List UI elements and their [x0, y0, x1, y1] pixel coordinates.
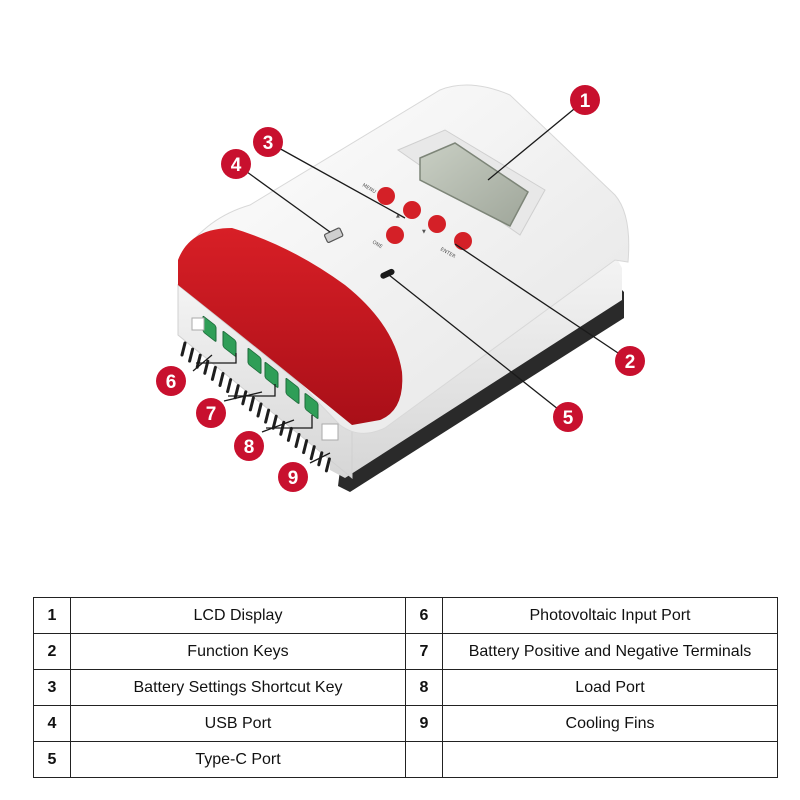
callout-badge — [278, 462, 308, 492]
cooling-fin — [180, 341, 187, 357]
enter-key[interactable] — [454, 232, 472, 250]
callout-number: 7 — [206, 404, 217, 425]
terminal-block[interactable] — [222, 330, 237, 357]
legend-label: LCD Display — [70, 597, 406, 634]
cooling-fin — [218, 372, 225, 387]
legend-number: 2 — [33, 633, 71, 670]
legend-label: Cooling Fins — [442, 705, 778, 742]
legend-label: Photovoltaic Input Port — [442, 597, 778, 634]
cooling-fin — [195, 353, 202, 369]
leader-line — [309, 452, 331, 464]
callout-number: 2 — [625, 352, 636, 373]
red-front-cover — [178, 228, 403, 425]
callout-number: 4 — [231, 155, 242, 176]
leader-line — [235, 163, 331, 233]
one-key-label: ONE — [371, 240, 383, 251]
terminal-block[interactable] — [285, 378, 300, 404]
callout-badge — [234, 431, 264, 461]
callout-number: 1 — [580, 91, 591, 112]
legend-number: 1 — [33, 597, 71, 634]
callout-badge — [156, 366, 186, 396]
up-key-label: ▲ — [396, 213, 400, 219]
callout-badge — [570, 85, 600, 115]
table-row: 2 Function Keys 7 Battery Positive and N… — [33, 633, 778, 670]
leader-line — [454, 243, 631, 362]
terminal-block[interactable] — [304, 393, 319, 419]
callout-number: 9 — [288, 468, 299, 489]
cooling-fin — [317, 451, 324, 467]
down-key-label: ▼ — [422, 229, 426, 235]
callout-badge — [221, 149, 251, 179]
legend-label: Load Port — [442, 669, 778, 706]
legend-number: 8 — [405, 669, 443, 706]
callout-number: 6 — [166, 372, 177, 393]
callout-badge — [615, 346, 645, 376]
callout-number: 8 — [244, 437, 255, 458]
legend-number: 9 — [405, 705, 443, 742]
callout-number: 3 — [263, 133, 274, 154]
cooling-fin — [302, 439, 309, 455]
table-row: 3 Battery Settings Shortcut Key 8 Load P… — [33, 669, 778, 706]
terminal-block[interactable] — [264, 362, 279, 388]
legend-number: 4 — [33, 705, 71, 742]
table-row: 5 Type-C Port — [33, 741, 778, 778]
legend-number: 6 — [405, 597, 443, 634]
terminal-cover-right — [321, 423, 339, 441]
one-key[interactable] — [386, 226, 404, 244]
cooling-fin — [286, 426, 293, 442]
legend-label: Function Keys — [70, 633, 406, 670]
callout-badge — [553, 402, 583, 432]
legend-number: 7 — [405, 633, 443, 670]
cooling-fin — [248, 396, 255, 412]
cooling-fin — [256, 402, 263, 418]
legend-label: Type-C Port — [70, 741, 406, 778]
cooling-fin — [264, 408, 271, 424]
up-key[interactable] — [403, 201, 421, 219]
callout-badges: 1 2 34 5 6 7 8 9 — [156, 85, 645, 492]
bracket-line — [228, 384, 276, 397]
menu-key[interactable] — [377, 187, 395, 205]
terminal-blocks — [191, 315, 339, 441]
down-key[interactable] — [428, 215, 446, 233]
legend-label: USB Port — [70, 705, 406, 742]
cooling-fin — [241, 390, 248, 406]
leader-line — [261, 419, 295, 433]
leader-lines — [192, 99, 631, 464]
legend-table: 1 LCD Display 6 Photovoltaic Input Port … — [33, 597, 778, 778]
cooling-fin — [324, 457, 331, 473]
bracket-line — [196, 353, 237, 364]
legend-label: Battery Settings Shortcut Key — [70, 669, 406, 706]
callout-badge — [196, 398, 226, 428]
legend-number — [405, 741, 443, 778]
bracket-line — [266, 415, 313, 429]
callout-badge — [253, 127, 283, 157]
table-row: 1 LCD Display 6 Photovoltaic Input Port — [33, 597, 778, 634]
lcd-display — [419, 142, 529, 228]
legend-number: 3 — [33, 669, 71, 706]
legend-label — [442, 741, 778, 778]
leader-line — [267, 141, 406, 219]
legend-label: Battery Positive and Negative Terminals — [442, 633, 778, 670]
table-row: 4 USB Port 9 Cooling Fins — [33, 705, 778, 742]
usb-port[interactable] — [323, 227, 344, 244]
cooling-fin — [210, 365, 217, 381]
cooling-fin — [271, 414, 278, 430]
type-c-port[interactable] — [379, 268, 395, 280]
controller-side-face — [330, 255, 622, 478]
cooling-fin — [309, 445, 316, 461]
leader-line — [388, 274, 569, 418]
legend-number: 5 — [33, 741, 71, 778]
leader-line — [487, 99, 586, 181]
cooling-fin — [226, 378, 233, 394]
terminal-block[interactable] — [247, 347, 262, 374]
controller-front-face — [177, 283, 353, 480]
terminal-cover-left — [191, 317, 205, 331]
cooling-fin — [294, 433, 301, 448]
callout-number: 5 — [563, 408, 574, 429]
cooling-fin — [188, 347, 195, 363]
